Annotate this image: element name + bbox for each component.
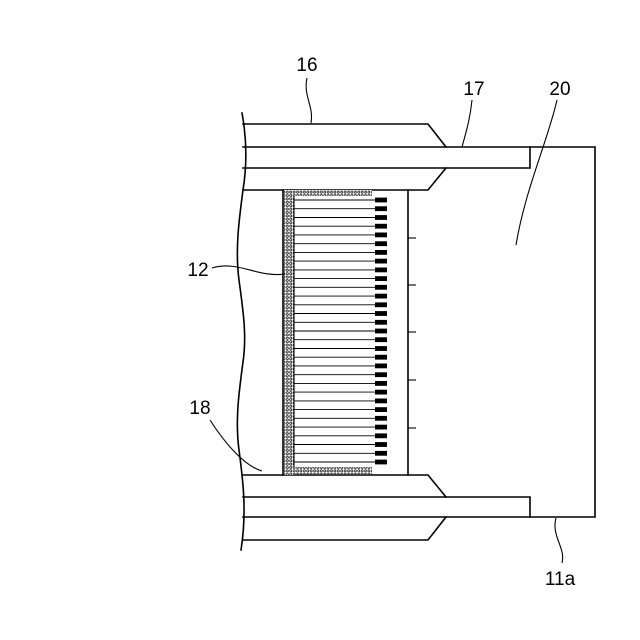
electrode-tab xyxy=(375,285,387,290)
electrode-tab xyxy=(375,302,387,307)
separator-column xyxy=(284,190,294,475)
electrode-tab xyxy=(375,250,387,255)
electrode-tab xyxy=(375,215,387,220)
lower-member-top-edge xyxy=(243,475,446,497)
leader-20 xyxy=(516,100,557,245)
electrode-tab xyxy=(375,320,387,325)
separator-bottom-strip xyxy=(294,467,372,474)
electrode-tab xyxy=(375,268,387,273)
electrode-tab xyxy=(375,451,387,456)
outer-case-frame xyxy=(530,147,595,517)
lower-plate xyxy=(243,497,530,517)
electrode-tab xyxy=(375,311,387,316)
leader-17 xyxy=(462,100,472,147)
cell-stack xyxy=(283,190,416,475)
electrode-tab xyxy=(375,442,387,447)
break-line xyxy=(237,113,246,550)
upper-member-top-edge xyxy=(243,124,446,147)
electrode-tab xyxy=(375,346,387,351)
electrode-tab xyxy=(375,337,387,342)
label-18: 18 xyxy=(189,398,210,419)
electrode-tab xyxy=(375,372,387,377)
separator-top-strip xyxy=(294,190,372,196)
label-17: 17 xyxy=(463,79,484,100)
electrode-tab xyxy=(375,233,387,238)
electrode-tabs xyxy=(375,198,387,465)
electrode-tab xyxy=(375,381,387,386)
label-20: 20 xyxy=(549,79,570,100)
electrode-tab xyxy=(375,355,387,360)
leader-12 xyxy=(212,266,285,275)
electrode-tab xyxy=(375,276,387,281)
electrode-tab xyxy=(375,364,387,369)
electrode-tab xyxy=(375,399,387,404)
lower-member-bottom-edge xyxy=(243,517,446,540)
upper-member-bottom-edge xyxy=(243,168,446,190)
electrode-tab xyxy=(375,433,387,438)
leader-18 xyxy=(210,420,262,471)
label-12: 12 xyxy=(187,260,208,281)
electrode-tab xyxy=(375,390,387,395)
leader-16 xyxy=(306,78,311,123)
electrode-tab xyxy=(375,294,387,299)
electrode-tab xyxy=(375,224,387,229)
electrode-tab xyxy=(375,206,387,211)
electrode-tab xyxy=(375,416,387,421)
label-11a: 11a xyxy=(545,569,576,590)
electrode-tab xyxy=(375,425,387,430)
electrode-tab xyxy=(375,259,387,264)
electrode-tab xyxy=(375,241,387,246)
electrode-tab xyxy=(375,460,387,465)
electrode-tab xyxy=(375,329,387,334)
upper-plate xyxy=(243,147,530,168)
leader-11a xyxy=(555,518,563,563)
electrode-plates xyxy=(294,200,375,462)
terminal-ticks xyxy=(408,238,416,428)
electrode-tab xyxy=(375,198,387,203)
label-16: 16 xyxy=(296,55,317,76)
electrode-tab xyxy=(375,407,387,412)
